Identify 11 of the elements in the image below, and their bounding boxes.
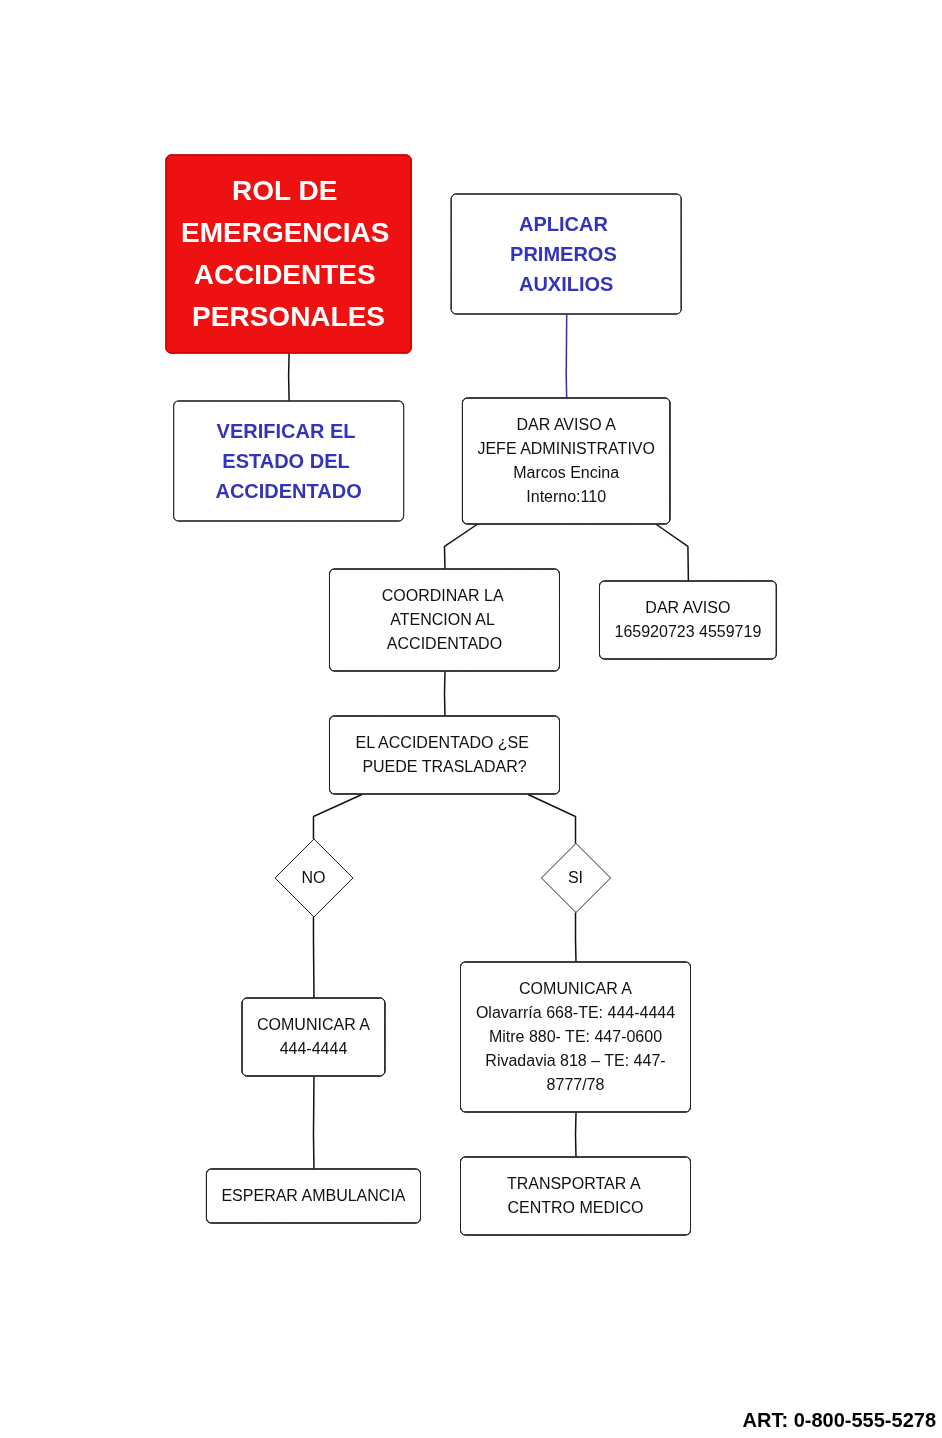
connector [312,793,363,840]
node-diamond: SI [540,842,611,914]
connector [574,911,577,964]
connector [655,523,689,583]
connector [443,523,478,571]
connector [287,352,290,403]
connector [443,670,446,718]
connector [565,313,568,400]
connector [527,793,577,845]
footer-note: ART: 0-800-555-5278 [742,1409,936,1432]
node-diamond: NO [274,838,354,918]
